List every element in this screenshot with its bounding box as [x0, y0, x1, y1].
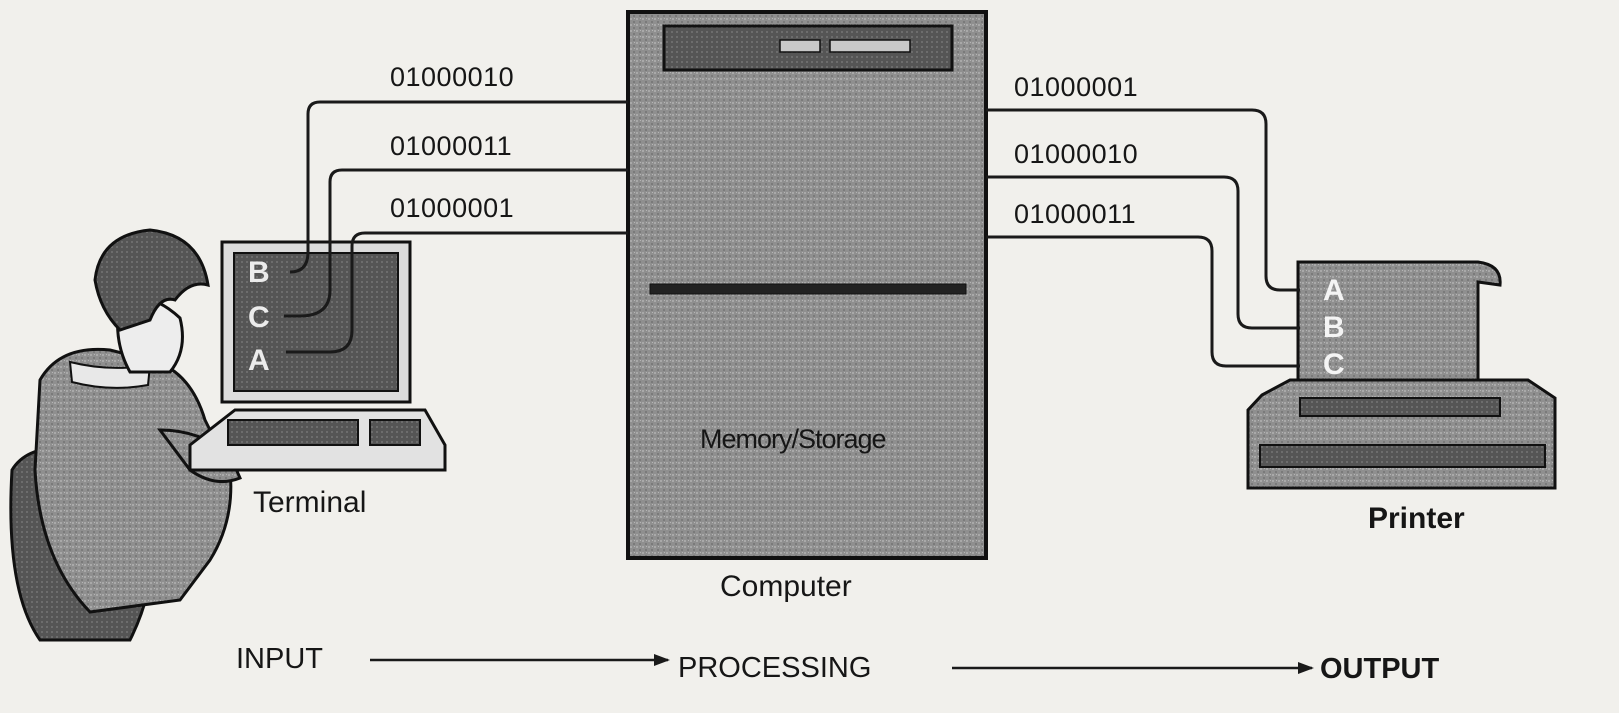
terminal-letter-2: C [248, 301, 270, 334]
output-binary-3: 01000011 [1014, 199, 1136, 229]
output-wire-2 [986, 175, 1300, 330]
input-wire-1 [289, 100, 628, 274]
flow-input-label: INPUT [236, 643, 323, 675]
input-binary-1: 01000010 [390, 62, 514, 92]
printer-letter-1: A [1323, 274, 1345, 307]
flow-processing-label: PROCESSING [678, 652, 871, 684]
flow-output-label: OUTPUT [1320, 653, 1440, 685]
output-binary-2: 01000010 [1014, 139, 1138, 169]
input-wire-2 [284, 168, 628, 318]
computer-tower [626, 10, 988, 560]
printer-label: Printer [1368, 502, 1465, 535]
memory-storage-label: Memory/Storage [700, 424, 886, 454]
printer-letter-2: B [1323, 311, 1345, 344]
terminal [188, 240, 447, 472]
terminal-label: Terminal [253, 486, 366, 519]
output-wire-3 [986, 235, 1300, 368]
computer-label: Computer [720, 570, 852, 603]
output-wire-1 [986, 108, 1300, 292]
printer [1246, 260, 1557, 490]
input-binary-3: 01000001 [390, 193, 514, 223]
input-wire-3 [286, 231, 628, 354]
person-illustration [9, 228, 242, 642]
output-binary-1: 01000001 [1014, 72, 1138, 102]
input-binary-2: 01000011 [390, 131, 512, 161]
terminal-letter-3: A [248, 344, 270, 377]
printer-letter-3: C [1323, 348, 1345, 381]
terminal-letter-1: B [248, 256, 270, 289]
